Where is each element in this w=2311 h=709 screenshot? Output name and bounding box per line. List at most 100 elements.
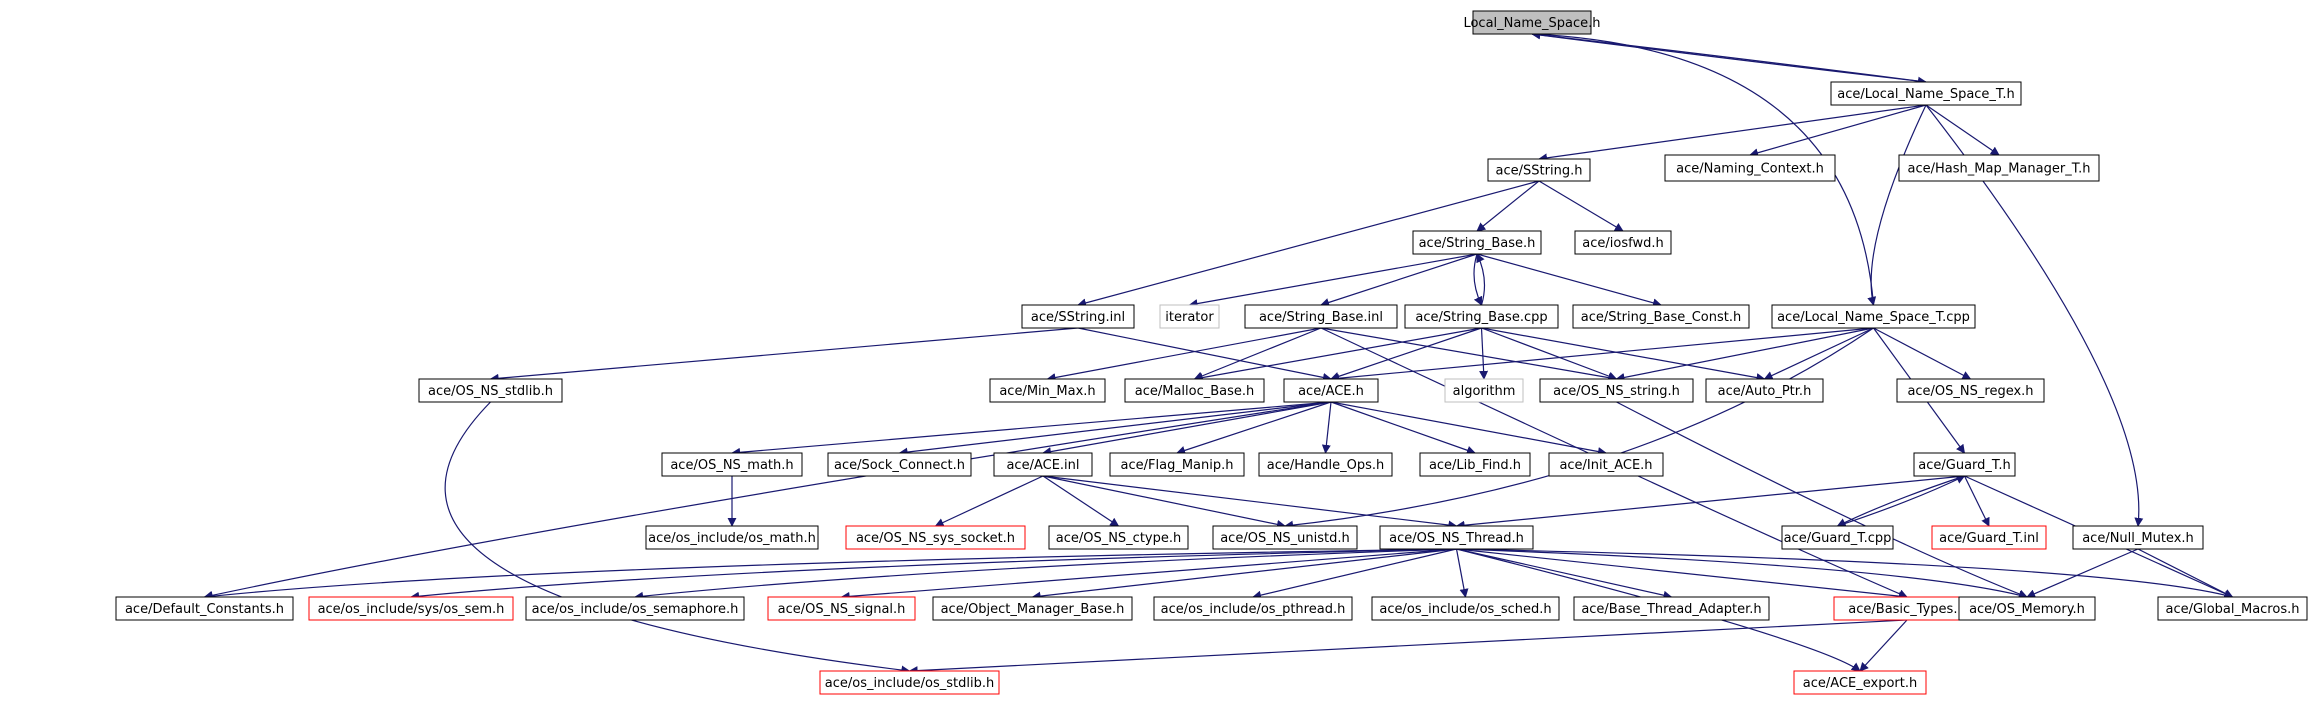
- graph-node-n12[interactable]: ace/Local_Name_Space_T.cpp: [1771, 304, 1976, 329]
- node-box: [1913, 452, 2016, 477]
- graph-node-n49[interactable]: ace/ACE_export.h: [1793, 670, 1927, 695]
- edge-n1-n0: [1531, 30, 1927, 83]
- edge-n16-n24: [1176, 401, 1332, 455]
- graph-node-n38[interactable]: ace/os_include/sys/os_sem.h: [308, 596, 514, 621]
- graph-node-n41[interactable]: ace/Object_Manager_Base.h: [932, 596, 1133, 621]
- node-box: [1781, 525, 1894, 550]
- graph-node-n21[interactable]: ace/OS_NS_math.h: [661, 452, 803, 477]
- node-box: [1124, 378, 1265, 403]
- graph-node-n24[interactable]: ace/Flag_Manip.h: [1109, 452, 1245, 477]
- graph-node-n25[interactable]: ace/Handle_Ops.h: [1258, 452, 1393, 477]
- edge-n33-n49: [1456, 548, 1861, 672]
- graph-node-n18[interactable]: ace/OS_NS_string.h: [1539, 378, 1694, 403]
- node-label: ace/Naming_Context.h: [1676, 162, 1824, 177]
- graph-node-n19[interactable]: ace/Auto_Ptr.h: [1705, 378, 1824, 403]
- edge-n7-n16: [1077, 327, 1332, 382]
- graph-node-n13[interactable]: ace/OS_NS_stdlib.h: [418, 378, 563, 403]
- node-box: [1412, 230, 1542, 255]
- graph-node-n5[interactable]: ace/String_Base.h: [1412, 230, 1542, 255]
- graph-node-n48[interactable]: ace/os_include/os_stdlib.h: [819, 670, 1000, 695]
- graph-node-n7[interactable]: ace/SString.inl: [1021, 304, 1135, 329]
- node-label: ace/os_include/os_sched.h: [1379, 602, 1551, 617]
- graph-node-n37[interactable]: ace/Default_Constants.h: [115, 596, 294, 621]
- graph-node-n16[interactable]: ace/ACE.h: [1283, 378, 1379, 403]
- graph-node-n4[interactable]: ace/Hash_Map_Manager_T.h: [1898, 154, 2100, 182]
- edge-n34-n28: [1837, 475, 1966, 527]
- graph-node-n46[interactable]: ace/OS_Memory.h: [1958, 596, 2096, 621]
- graph-node-n45[interactable]: ace/Basic_Types.h: [1833, 596, 1981, 621]
- graph-node-n32[interactable]: ace/OS_NS_unistd.h: [1212, 525, 1358, 550]
- graph-node-n9[interactable]: ace/String_Base.inl: [1244, 304, 1398, 329]
- edge-n10-n17: [1479, 327, 1489, 380]
- graph-node-n0[interactable]: Local_Name_Space.h: [1463, 10, 1601, 35]
- graph-node-n44[interactable]: ace/Base_Thread_Adapter.h: [1573, 596, 1770, 621]
- edge-n23-n33: [1042, 475, 1458, 530]
- graph-node-n14[interactable]: ace/Min_Max.h: [989, 378, 1106, 403]
- graph-node-n36[interactable]: ace/Null_Mutex.h: [2072, 525, 2204, 550]
- edge-n10-n19: [1481, 327, 1766, 382]
- graph-node-n20[interactable]: ace/OS_NS_regex.h: [1896, 378, 2045, 403]
- graph-node-n39[interactable]: ace/os_include/os_semaphore.h: [525, 596, 745, 621]
- graph-node-n35[interactable]: ace/Guard_T.inl: [1931, 525, 2047, 550]
- graph-node-n42[interactable]: ace/os_include/os_pthread.h: [1153, 596, 1353, 621]
- edge-n10-n15: [1193, 327, 1482, 383]
- edge-n16-n27: [1330, 401, 1607, 456]
- node-box: [845, 525, 1026, 550]
- graph-node-n15[interactable]: ace/Malloc_Base.h: [1124, 378, 1265, 403]
- graph-node-n40[interactable]: ace/OS_NS_signal.h: [767, 596, 916, 621]
- graph-node-n3[interactable]: ace/Naming_Context.h: [1664, 154, 1836, 182]
- graph-node-n1[interactable]: ace/Local_Name_Space_T.h: [1830, 81, 2022, 106]
- node-box: [993, 452, 1093, 477]
- graph-node-n28[interactable]: ace/Guard_T.h: [1913, 452, 2016, 477]
- node-box: [1258, 452, 1393, 477]
- edge-n13-n48: [444, 401, 911, 675]
- node-box: [819, 670, 1000, 695]
- graph-node-n30[interactable]: ace/OS_NS_sys_socket.h: [845, 525, 1026, 550]
- graph-node-n11[interactable]: ace/String_Base_Const.h: [1572, 304, 1750, 329]
- graph-node-n31[interactable]: ace/OS_NS_ctype.h: [1048, 525, 1189, 550]
- edge-n23-n32: [1042, 475, 1286, 529]
- graph-node-n10[interactable]: ace/String_Base.cpp: [1404, 304, 1559, 329]
- edge-n1-n36: [1925, 104, 2144, 527]
- edge-n9-n14: [1046, 327, 1322, 382]
- node-label: ace/Object_Manager_Base.h: [941, 602, 1125, 617]
- edge-n10-n5: [1476, 253, 1486, 306]
- graph-node-n43[interactable]: ace/os_include/os_sched.h: [1371, 596, 1560, 621]
- node-box: [1153, 596, 1353, 621]
- node-label: ace/ACE_export.h: [1803, 676, 1917, 691]
- graph-node-n47[interactable]: ace/Global_Macros.h: [2157, 596, 2308, 621]
- edge-n33-n44: [1456, 548, 1673, 600]
- node-box: [1244, 304, 1398, 329]
- node-label: ace/Guard_T.inl: [1939, 531, 2039, 546]
- edge-n10-n16: [1330, 327, 1482, 381]
- graph-node-n23[interactable]: ace/ACE.inl: [993, 452, 1093, 477]
- graph-node-n2[interactable]: ace/SString.h: [1487, 158, 1591, 182]
- node-box: [1048, 525, 1189, 550]
- graph-node-n26[interactable]: ace/Lib_Find.h: [1419, 452, 1531, 477]
- edge-n16-n37: [203, 401, 1332, 600]
- node-label: ace/ACE.h: [1298, 384, 1364, 399]
- node-label: ace/os_include/os_pthread.h: [1161, 602, 1346, 617]
- edge-n12-n19: [1763, 327, 1874, 380]
- node-box: [2072, 525, 2204, 550]
- node-label: ace/Handle_Ops.h: [1267, 458, 1384, 473]
- node-label: ace/String_Base.inl: [1259, 310, 1383, 325]
- node-label: ace/Flag_Manip.h: [1121, 458, 1234, 473]
- node-label: ace/Null_Mutex.h: [2082, 531, 2194, 546]
- edge-n28-n35: [1963, 475, 1990, 527]
- node-label: ace/Base_Thread_Adapter.h: [1581, 602, 1761, 617]
- edge-n28-n34: [1836, 475, 1965, 527]
- edge-n45-n48: [908, 619, 1908, 676]
- node-box: [1573, 596, 1770, 621]
- graph-node-n22[interactable]: ace/Sock_Connect.h: [827, 452, 972, 477]
- node-box: [645, 525, 819, 550]
- node-box: [115, 596, 294, 621]
- nodes-layer: Local_Name_Space.h ace/Local_Name_Space_T…: [115, 10, 2308, 695]
- graph-node-n6[interactable]: ace/iosfwd.h: [1574, 230, 1672, 255]
- graph-node-n33[interactable]: ace/OS_NS_Thread.h: [1379, 525, 1534, 550]
- graph-node-n27[interactable]: ace/Init_ACE.h: [1548, 452, 1664, 477]
- graph-node-n29[interactable]: ace/os_include/os_math.h: [645, 525, 819, 550]
- graph-node-n34[interactable]: ace/Guard_T.cpp: [1781, 525, 1894, 550]
- node-box: [1379, 525, 1534, 550]
